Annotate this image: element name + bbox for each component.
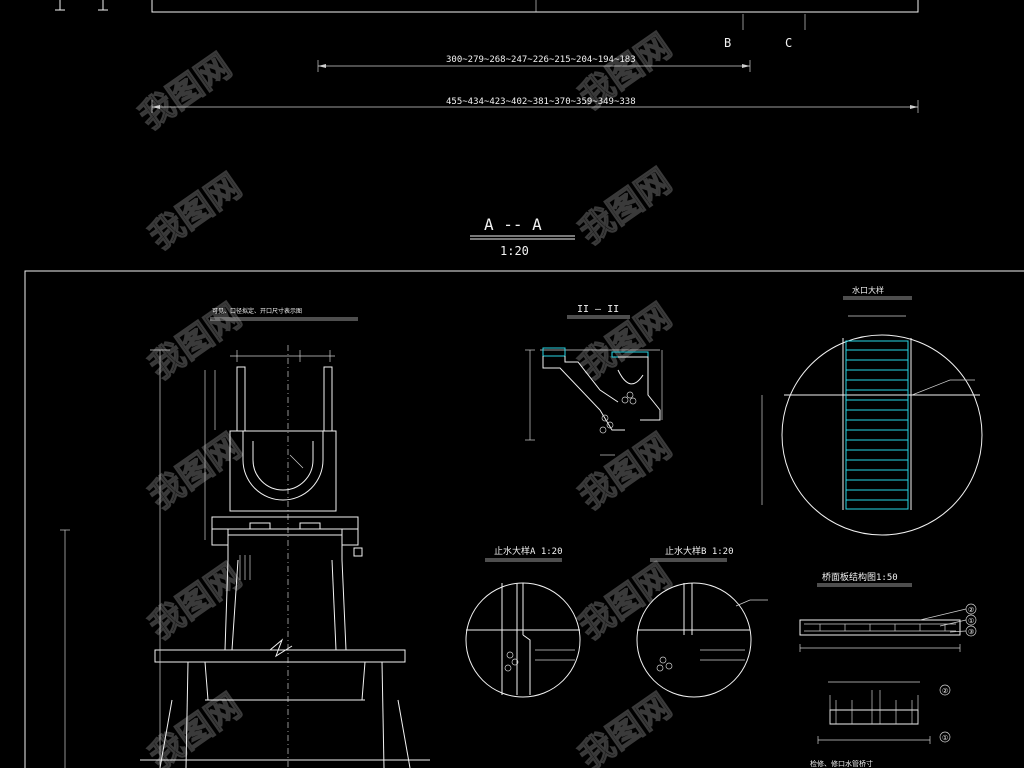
section-label-b: B <box>724 36 731 50</box>
detail-waterstop-a: 止水大样A 1:20 <box>465 545 581 698</box>
section-label-c: C <box>785 36 792 50</box>
dimension-text-1: 300~279~268~247~226~215~204~194~183 <box>446 55 636 65</box>
callout-2: ② <box>968 606 974 614</box>
watermark-text: 我图网 <box>572 426 678 517</box>
left-view-title: 可见、口径拟定、开口尺寸表示图 <box>212 307 302 315</box>
watermark-text: 我图网 <box>142 166 248 257</box>
watermark-text: 我图网 <box>142 426 248 517</box>
detail-waterstop-b: 止水大样B 1:20 <box>636 545 768 698</box>
mid-view-title: II — II <box>577 304 619 315</box>
section-scale: 1:20 <box>500 244 529 258</box>
watermark-text: 我图网 <box>572 161 678 252</box>
top-dimension-area: B C 300~279~268~247~226~215~204~194~183 … <box>55 0 919 113</box>
callout-2b: ② <box>942 687 948 695</box>
watermark-text: 我图网 <box>572 686 678 768</box>
detail-deck-slab: 桥面板结构图1:50 ② ① ③ ② <box>799 571 977 768</box>
dimension-text-2: 455~434~423~402~381~370~359~349~338 <box>446 97 636 107</box>
drawing-frame <box>24 270 1024 768</box>
watermark-text: 我图网 <box>132 46 238 137</box>
main-section-view: 可见、口径拟定、开口尺寸表示图 <box>60 307 430 768</box>
section-title: A -- A <box>484 215 542 234</box>
callout-1: ① <box>968 617 974 625</box>
detail-a-title: 止水大样A 1:20 <box>494 545 563 557</box>
bottom-title: 检修、修口水管桥寸 <box>810 759 873 768</box>
detail-b-title: 止水大样B 1:20 <box>665 545 734 557</box>
callout-1b: ① <box>942 734 948 742</box>
section-title-block: A -- A 1:20 <box>470 215 575 258</box>
watermark-text: 我图网 <box>142 686 248 768</box>
callout-3: ③ <box>968 628 974 636</box>
detail-outlet: 水口大样 <box>761 285 983 536</box>
watermark-text: 我图网 <box>572 556 678 647</box>
right-view-title: 水口大样 <box>852 285 884 295</box>
slab-title: 桥面板结构图1:50 <box>822 571 898 583</box>
detail-ii-ii: II — II <box>525 304 663 456</box>
